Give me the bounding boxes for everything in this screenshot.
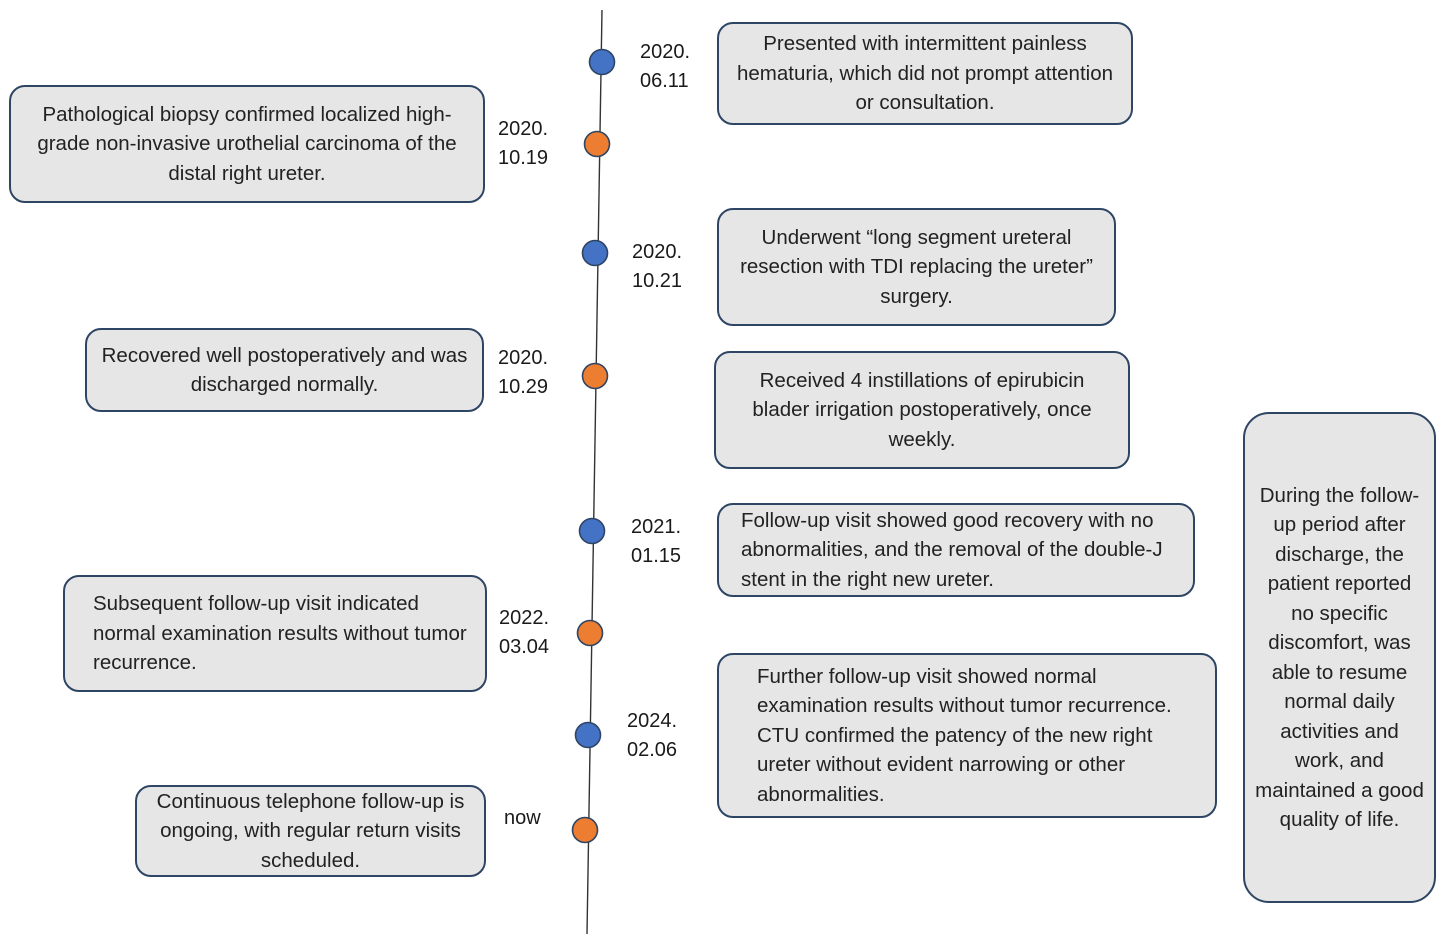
timeline-nodes [571,48,616,844]
timeline-node-blue [574,721,602,749]
date-label-2020-10-29: 2020. 10.29 [498,347,549,398]
event-box-hematuria: Presented with intermittent painless hem… [717,22,1133,125]
timeline-node-orange [576,619,604,647]
timeline-node-blue [588,48,616,76]
timeline-node-orange [583,130,611,158]
date-label-now: now [504,807,541,829]
date-label-2020-06-11: 2020. 06.11 [640,41,691,92]
event-box-biopsy: Pathological biopsy confirmed localized … [9,85,485,203]
timeline-node-orange [571,816,599,844]
event-box-epirubicin-irrigation: Received 4 instillations of epirubicin b… [714,351,1130,469]
date-label-2020-10-21: 2020. 10.21 [632,241,683,292]
event-box-ctu-followup: Further follow-up visit showed normal ex… [717,653,1217,818]
event-box-discharge: Recovered well postoperatively and was d… [85,328,484,412]
date-label-2022-03-04: 2022. 03.04 [499,607,550,658]
event-box-no-recurrence: Subsequent follow-up visit indicated nor… [63,575,487,692]
side-note-quality-of-life: During the follow-up period after discha… [1243,412,1436,903]
timeline-node-blue [578,517,606,545]
date-label-2021-01-15: 2021. 01.15 [631,516,682,567]
date-label-2024-02-06: 2024. 02.06 [627,710,678,761]
date-label-2020-10-19: 2020. 10.19 [498,118,549,169]
event-box-telephone-followup: Continuous telephone follow-up is ongoin… [135,785,486,877]
timeline-node-orange [581,362,609,390]
timeline-axis [586,9,603,935]
event-box-stent-removal: Follow-up visit showed good recovery wit… [717,503,1195,597]
event-box-surgery: Underwent “long segment ureteral resecti… [717,208,1116,326]
timeline-node-blue [581,239,609,267]
